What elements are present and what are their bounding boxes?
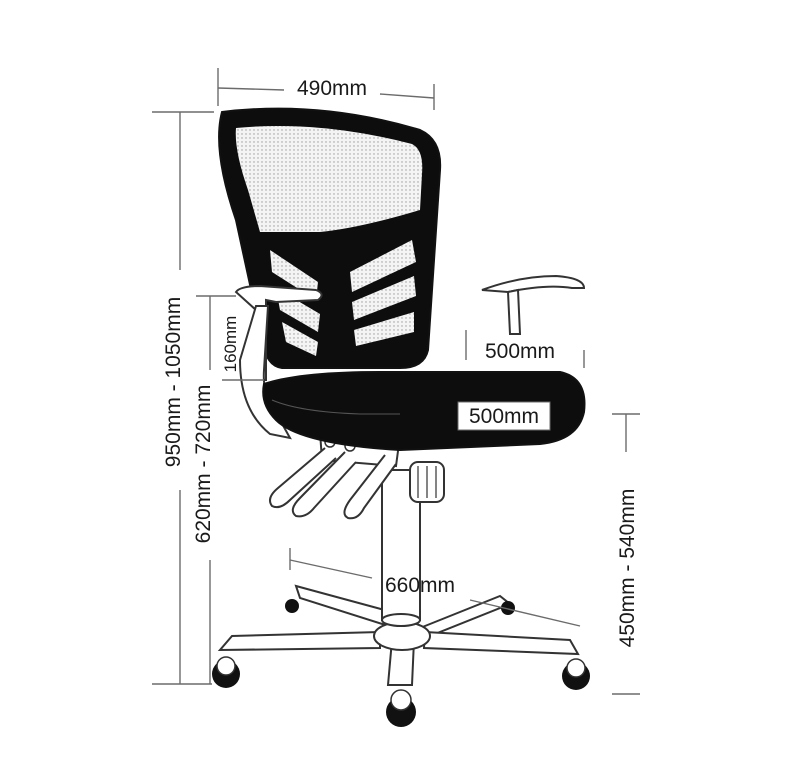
base-diameter-label: 660mm — [385, 574, 455, 597]
backrest — [218, 107, 442, 369]
dimension-lines — [152, 68, 640, 695]
gas-lift-column — [381, 469, 421, 627]
seat-width-label: 500mm — [469, 405, 539, 428]
arm-height-label: 620mm - 720mm — [192, 385, 215, 544]
seat-height-label: 450mm - 540mm — [616, 489, 639, 648]
caster-wheel — [285, 599, 299, 613]
total-height-label: 950mm - 1050mm — [162, 297, 185, 467]
seat-width-label-box — [457, 401, 551, 431]
armrest-right — [481, 274, 586, 335]
dimension-labels: 490mm 950mm - 1050mm 620mm - 720mm 160mm… — [162, 77, 639, 647]
armrest-gap-label: 160mm — [221, 316, 240, 373]
width-label: 490mm — [297, 77, 367, 100]
armrest-left — [234, 284, 323, 440]
caster-wheel — [501, 601, 515, 615]
seat-depth-label: 500mm — [485, 340, 555, 363]
chair-base — [212, 584, 590, 727]
office-chair-illustration — [212, 107, 590, 727]
mesh-panel — [235, 126, 423, 232]
